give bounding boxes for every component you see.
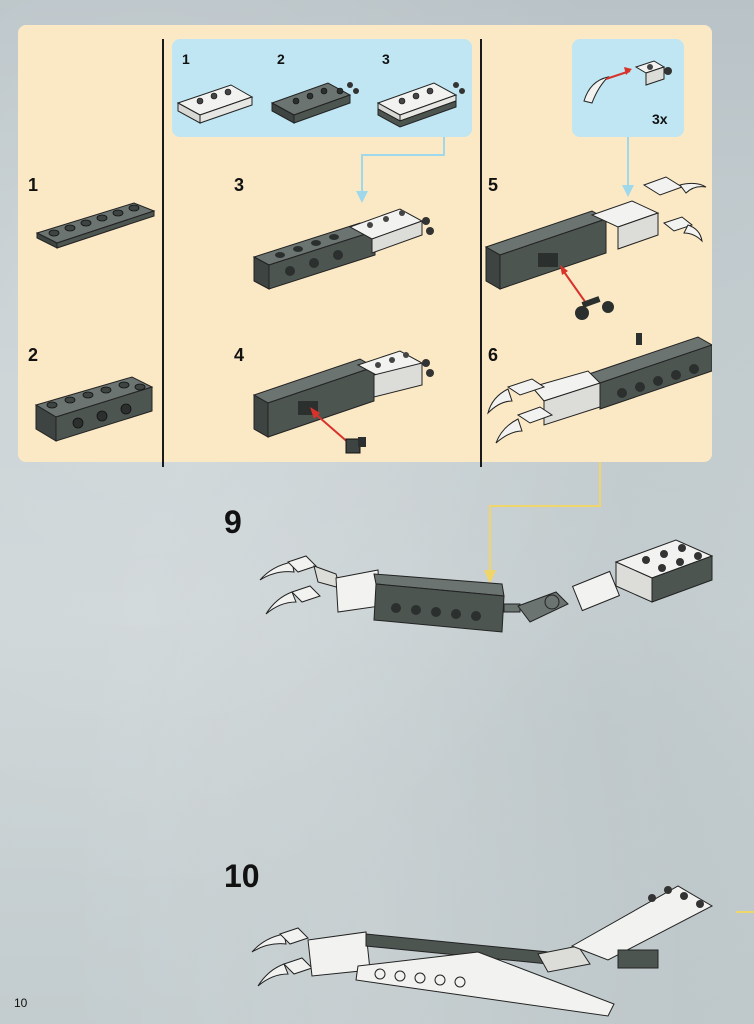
callout-claw-assembly: 3x bbox=[572, 39, 684, 137]
substep-number-3: 3 bbox=[234, 175, 245, 195]
step-number-9: 9 bbox=[224, 504, 242, 540]
substep-5-assembly bbox=[482, 165, 707, 320]
callout-number-3: 3 bbox=[382, 51, 390, 67]
substep-number-2: 2 bbox=[28, 345, 39, 365]
panel-divider-right bbox=[480, 39, 482, 467]
callout-claw-pointer bbox=[622, 137, 634, 197]
callout-number-1: 1 bbox=[182, 51, 190, 67]
substep-panel: 1 2 1 bbox=[18, 25, 712, 467]
substep-number-5: 5 bbox=[488, 175, 499, 195]
callout-multiplier: 3x bbox=[652, 111, 668, 127]
step-number-10: 10 bbox=[224, 858, 260, 894]
step-9-arm-assembly bbox=[256, 522, 716, 647]
callout-wedge-assembly: 1 2 3 bbox=[172, 39, 472, 137]
substep-number-6: 6 bbox=[488, 345, 499, 365]
callout-wedge-dark bbox=[270, 75, 360, 127]
substep-3-assembly bbox=[250, 191, 435, 291]
callout-number-2: 2 bbox=[277, 51, 285, 67]
substep-6-assembly bbox=[482, 321, 712, 451]
substep-4-assembly bbox=[250, 345, 435, 460]
callout-wedge-combined bbox=[376, 75, 468, 130]
callout-claw-part bbox=[578, 51, 678, 111]
substep-2-brick bbox=[34, 365, 159, 445]
substep-1-plate bbox=[34, 193, 159, 253]
page-number: 10 bbox=[14, 996, 28, 1010]
substep-number-1: 1 bbox=[28, 175, 39, 195]
panel-to-step9-pointer bbox=[484, 462, 601, 584]
next-page-pointer bbox=[736, 911, 754, 913]
step-10-arm-assembly bbox=[248, 876, 718, 1021]
callout-pointer-line bbox=[356, 137, 445, 203]
callout-wedge-white bbox=[176, 77, 256, 127]
panel-divider-left bbox=[162, 39, 164, 467]
substep-number-4: 4 bbox=[234, 345, 245, 365]
